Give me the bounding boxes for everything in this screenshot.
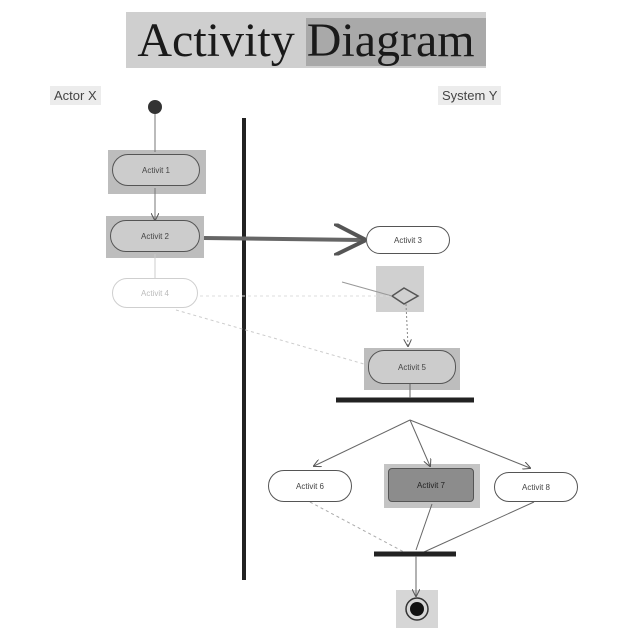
activity-3[interactable]: Activit 3 — [366, 226, 450, 254]
activity-1[interactable]: Activit 1 — [112, 154, 200, 186]
activity-6[interactable]: Activit 6 — [268, 470, 352, 502]
flow-a6-to-join — [309, 501, 405, 553]
title-part-2: Diagram — [306, 13, 475, 67]
flow-fork-to-a8 — [409, 419, 530, 468]
lane-label-left: Actor X — [50, 86, 101, 105]
final-node-core — [410, 602, 424, 616]
lane-label-right: System Y — [438, 86, 502, 105]
title-highlight — [306, 18, 486, 66]
diagram-title-box: Activity Diagram — [126, 12, 486, 68]
flow-fork-to-a7 — [409, 419, 430, 466]
activity-4[interactable]: Activit 4 — [112, 278, 198, 308]
flow-a2-to-a3 — [203, 238, 362, 240]
activity-7[interactable]: Activit 7 — [388, 468, 474, 502]
activity-5[interactable]: Activit 5 — [368, 350, 456, 384]
decision-diamond — [390, 287, 420, 305]
flow-fork-to-a6 — [314, 419, 411, 466]
start-node — [148, 100, 162, 114]
activity-8[interactable]: Activit 8 — [494, 472, 578, 502]
flow-a8-to-join — [423, 501, 535, 553]
flow-decision-to-a5 — [406, 303, 408, 346]
flow-a7-to-join — [415, 503, 433, 551]
flow-a4-to-a5 — [175, 309, 365, 365]
activity-2[interactable]: Activit 2 — [110, 220, 200, 252]
diagram-title: Activity Diagram — [137, 13, 474, 68]
title-part-1: Activity — [137, 13, 295, 67]
decision-shade — [376, 266, 424, 312]
flow-into-decision — [341, 281, 393, 297]
final-node-ring — [405, 597, 429, 621]
